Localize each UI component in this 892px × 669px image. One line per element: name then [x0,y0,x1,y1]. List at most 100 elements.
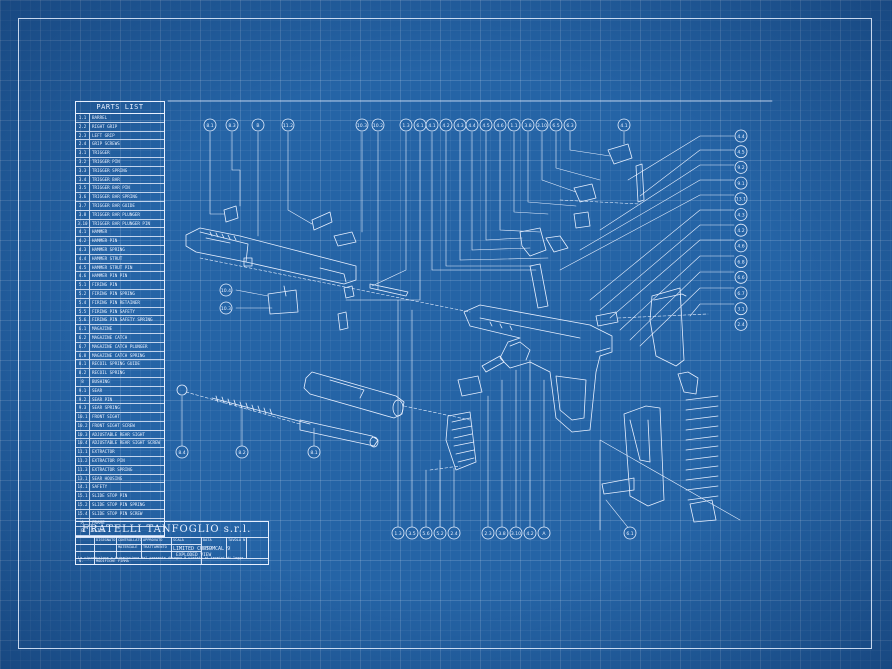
callout-bottom-circle [495,526,509,540]
parts-list-title: PARTS LIST [76,102,164,114]
tb-field: DISEGNATO [96,538,116,542]
part-number: 9.3 [76,404,90,413]
part-description: MAGAZINE [92,326,113,332]
callout-top-circle [617,118,631,132]
callout-bottom-circle [523,526,537,540]
callout-right-label: 6.6 [737,275,744,281]
callout-bottom-label: 3.10 [511,531,521,537]
part-number: 2.3 [76,131,90,140]
callout-bottom-circle [419,526,433,540]
callout-top-label: 4.1 [428,123,435,129]
part-number: 6.1 [76,325,90,333]
callout-top-label: 4.1 [620,123,627,129]
part-number: 3.1 [76,149,90,157]
part-number: 11.2 [76,457,90,465]
tb-field: CONTROLLATO [118,538,142,542]
callout-right-label: 9.1 [737,181,744,187]
small-parts [223,143,645,397]
callout-bottom-label: 1.3 [394,531,401,537]
part-number: 3.2 [76,157,90,166]
part-description: TRIGGER BAR PLUNGER PIN [92,220,150,226]
part-description: RECOIL SPRING [92,370,125,376]
part-description: LEFT GRIP [92,132,115,138]
part-description: TRIGGER BAR SPRING [92,194,138,200]
callout-top-label: 11.2 [283,123,293,129]
part-number: 10.2 [76,421,90,430]
part-number: 10.4 [76,439,90,448]
callout-right-label: 4.5 [737,150,744,156]
part-description: ADJUSTABLE REAR SIGHT [92,431,145,437]
frame [463,304,613,433]
callout-top-circle [371,118,385,132]
part-number: 13.1 [76,474,90,483]
barrel [303,371,405,419]
callout-right-circle [734,192,748,206]
magazine-spring [677,371,719,523]
company-name: FRATELLI TANFOGLIO s.r.l. [82,524,252,535]
callout-right-circle [734,145,748,159]
part-number: 15.4 [76,509,90,518]
part-description: SLIDE [92,528,105,534]
callout-top-circle [281,118,295,132]
callout-right-circle [734,286,748,300]
callout-right-label: 3.1 [737,307,744,313]
part-description: TRIGGER BAR PIN [92,185,130,191]
part-description: MAGAZINE CATCH SPRING [92,352,145,358]
part-description: TRIGGER BAR GUIDE [92,202,135,208]
callout-top-circle [399,118,413,132]
part-description: FRONT SIGHT [92,414,120,420]
callout-bottom-label: 3.5 [408,531,415,537]
callout-bottom-label: 5.2 [436,531,443,537]
part-description: HAMMER STRUT [92,255,123,261]
callout-right-label: 13.1 [736,197,746,203]
part-description: SAFETY [92,484,108,490]
part-description: SLIDE STOP PIN SCREW [92,510,143,516]
part-number: A [76,518,90,527]
callout-top-label: 10.3 [357,123,367,129]
callout-right-circle [734,270,748,284]
callout-bottom-circle [509,526,523,540]
callout-top-circle [439,118,453,132]
callout-right-circle [734,223,748,237]
part-number: 9.1 [76,386,90,395]
upper-slide [185,227,357,285]
callout-right-circle [734,208,748,221]
part-description: HAMMER SPRING [92,246,125,252]
part-description: HAMMER STRUT PIN [92,264,133,270]
part-number: 15.1 [76,492,90,501]
part-description: FIRING PIN RETAINER [92,299,140,305]
part-number: 9.2 [76,395,90,404]
part-number: 3.7 [76,201,90,210]
part-number: 3.5 [76,184,90,193]
part-number: 6.7 [76,342,90,351]
callout-left-label: 10.3 [221,306,231,312]
callout-left-circle [219,283,233,297]
part-description: MAGAZINE CATCH PLUNGER [92,343,148,349]
callout-bottom-label: 3.8 [498,531,505,537]
tb-field: APPROVATO [143,538,163,542]
callout-top-circle [535,118,549,132]
part-number: 3.8 [76,210,90,219]
